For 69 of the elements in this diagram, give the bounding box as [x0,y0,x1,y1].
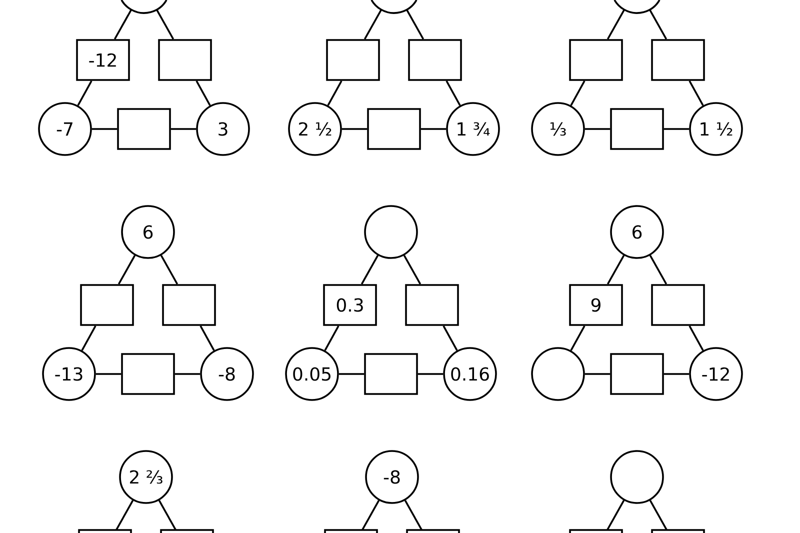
answer-box [364,353,418,395]
cut-off-box [78,529,132,533]
connector-line [688,80,704,106]
cut-off-box [651,529,705,533]
connector-line [403,255,422,285]
connector-line [446,80,461,106]
connector-line [174,373,200,375]
connector-line [442,325,458,351]
connector-line [664,128,690,130]
cut-off-box [569,529,623,533]
number-box: 0.3 [323,284,377,326]
answer-box [651,39,705,81]
connector-line [156,9,174,40]
connector-line [570,325,586,351]
connector-line [92,128,118,130]
connector-line [570,80,586,106]
answer-circle [364,205,418,259]
cut-off-box [324,529,378,533]
answer-box [367,108,421,150]
answer-box [80,284,134,326]
answer-box [610,353,664,395]
connector-line [584,128,610,130]
connector-line [81,325,96,351]
connector-line [115,500,134,530]
connector-line [664,373,690,375]
answer-box [610,108,664,150]
connector-line [688,325,704,351]
connector-line [649,255,668,285]
connector-line [606,9,626,40]
connector-line [338,373,364,375]
connector-line [327,80,342,106]
connector-line [406,9,424,40]
connector-line [114,9,132,40]
answer-circle [610,450,664,504]
connector-line [158,500,177,530]
connector-line [324,325,340,351]
answer-box [158,39,212,81]
answer-box [651,284,705,326]
number-box: -12 [76,39,130,81]
connector-line [361,500,380,530]
connector-line [196,80,211,106]
answer-box [408,39,462,81]
connector-line [77,80,92,106]
connector-line [649,500,668,530]
cut-off-box [160,529,214,533]
answer-box [162,284,216,326]
connector-line [360,255,379,285]
connector-line [96,373,122,375]
connector-line [584,373,610,375]
connector-line [342,128,368,130]
connector-line [420,128,446,130]
answer-box [569,39,623,81]
answer-box [121,353,175,395]
answer-circle [531,347,585,401]
connector-line [648,9,668,40]
connector-line [404,500,423,530]
cut-off-box [406,529,460,533]
connector-line [200,325,215,351]
answer-box [117,108,171,150]
connector-line [606,255,625,285]
connector-line [170,128,196,130]
connector-line [118,255,136,285]
connector-line [364,9,382,40]
connector-line [418,373,444,375]
connector-line [606,500,625,530]
connector-line [160,255,178,285]
number-box: 9 [569,284,623,326]
answer-box [326,39,380,81]
answer-box [405,284,459,326]
